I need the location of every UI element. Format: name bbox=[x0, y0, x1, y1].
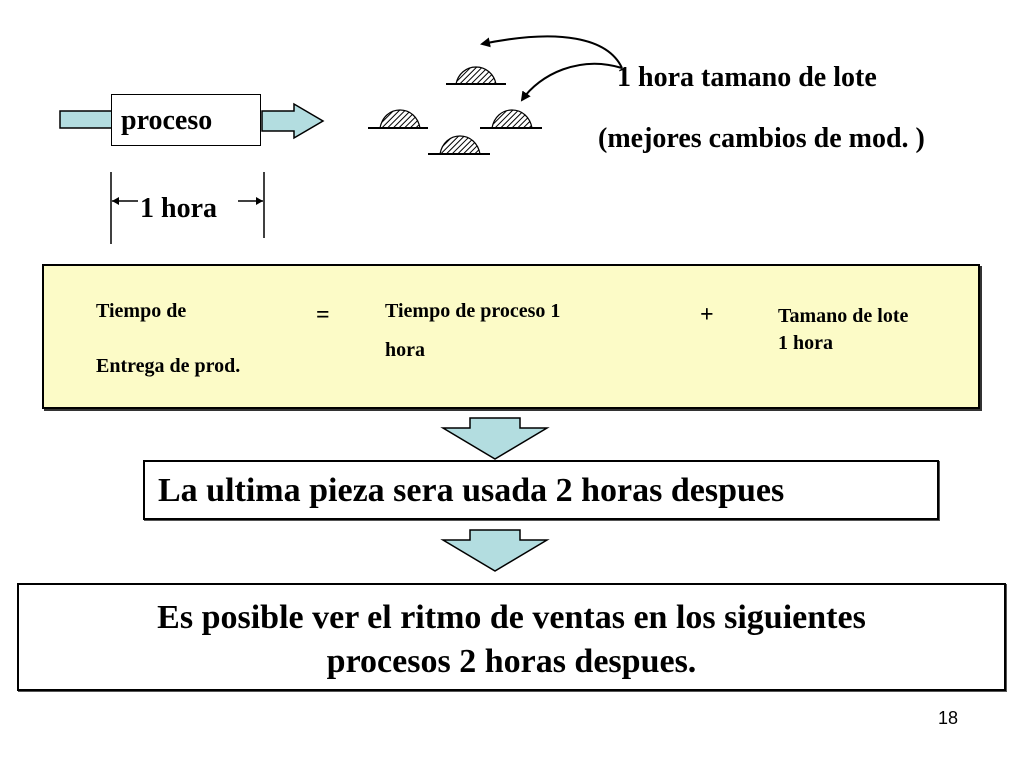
duration-bracket bbox=[110, 172, 265, 244]
formula-term1-line2: hora bbox=[385, 339, 425, 361]
batch-mound-icon bbox=[428, 135, 490, 155]
formula-term1-line1: Tiempo de proceso 1 bbox=[385, 300, 561, 322]
duration-label: 1 hora bbox=[140, 193, 217, 224]
conclusion-box bbox=[17, 583, 1006, 691]
formula-term2-line1: Tamano de lote bbox=[778, 305, 909, 327]
process-label: proceso bbox=[121, 105, 213, 136]
batch-mound-icon bbox=[446, 66, 506, 85]
batch-mound-icon bbox=[368, 109, 428, 129]
batch-size-subtitle: (mejores cambios de mod. ) bbox=[598, 123, 925, 154]
conclusion-line-1: Es posible ver el ritmo de ventas en los… bbox=[157, 599, 866, 636]
input-flow-bar bbox=[59, 110, 113, 129]
down-flow-arrow-2 bbox=[440, 529, 550, 572]
lead-time-formula-panel bbox=[42, 264, 980, 409]
formula-equals-sign: = bbox=[316, 302, 330, 328]
output-flow-arrow bbox=[261, 102, 325, 140]
down-flow-arrow-1 bbox=[440, 417, 550, 460]
result-box bbox=[143, 460, 939, 520]
formula-lhs-line1: Tiempo de bbox=[96, 300, 187, 322]
callout-arrow-lower bbox=[520, 62, 623, 102]
batch-mound-icon bbox=[480, 109, 542, 129]
formula-lhs-line2: Entrega de prod. bbox=[96, 355, 241, 377]
batch-size-title: 1 hora tamano de lote bbox=[617, 62, 877, 93]
page-number: 18 bbox=[938, 708, 959, 728]
conclusion-text: Es posible ver el ritmo de ventas en los… bbox=[17, 596, 1006, 684]
process-box bbox=[111, 94, 261, 146]
formula-term2-line2: 1 hora bbox=[778, 332, 833, 354]
batch-lot-icons bbox=[368, 66, 542, 155]
result-text: La ultima pieza sera usada 2 horas despu… bbox=[158, 472, 785, 509]
formula-plus-sign: + bbox=[700, 302, 714, 328]
conclusion-line-2: procesos 2 horas despues. bbox=[326, 643, 697, 680]
callout-arrow-upper bbox=[480, 35, 623, 69]
